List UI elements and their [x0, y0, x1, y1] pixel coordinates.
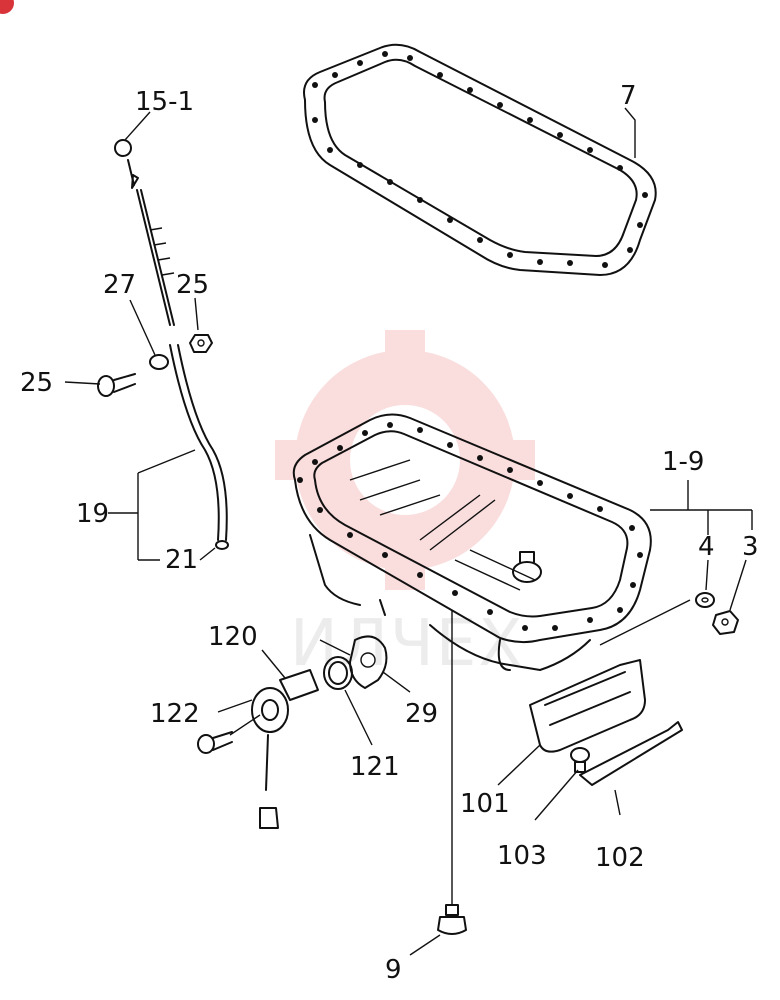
- callout-1-9: 1-9: [662, 447, 704, 477]
- oil-pan-part-1-9: [292, 413, 652, 671]
- bolt-hole: [630, 582, 636, 588]
- bolt-hole: [437, 72, 443, 78]
- watermark-gear-icon: [275, 330, 535, 590]
- nut-part-3: [712, 610, 739, 635]
- drain-plug-part-9: [437, 610, 467, 935]
- bolt-hole: [627, 247, 633, 253]
- gasket-holes: [312, 51, 648, 268]
- callout-3: 3: [742, 532, 759, 562]
- bolt-hole: [347, 532, 353, 538]
- callout-21: 21: [165, 545, 198, 575]
- bolt-hole: [417, 427, 423, 433]
- bolt-hole: [507, 252, 513, 258]
- bolt-hole: [357, 60, 363, 66]
- bolt-hole: [637, 552, 643, 558]
- callout-25-right: 25: [176, 270, 209, 300]
- callout-9: 9: [385, 955, 402, 985]
- bolt-hole: [527, 117, 533, 123]
- callout-122: 122: [150, 699, 200, 729]
- bolt-hole: [567, 493, 573, 499]
- oil-pan-holes: [297, 422, 643, 631]
- bolt-hole: [387, 179, 393, 185]
- nut-part-25-right: [189, 334, 213, 353]
- bolt-hole: [452, 590, 458, 596]
- bolt-hole: [487, 609, 493, 615]
- bolt-hole: [327, 147, 333, 153]
- bolt-hole: [537, 480, 543, 486]
- bolt-hole: [382, 51, 388, 57]
- baffle-plate-part-102: [579, 721, 683, 786]
- callout-120: 120: [208, 622, 258, 652]
- cover-plate-part-29: [349, 635, 388, 689]
- callout-101: 101: [460, 789, 510, 819]
- bolt-hole: [337, 445, 343, 451]
- bolt-hole: [417, 197, 423, 203]
- leader-lines: [64, 107, 753, 956]
- bolt-part-25-left: [97, 373, 136, 397]
- callout-29: 29: [405, 699, 438, 729]
- bolt-hole: [447, 217, 453, 223]
- bolt-hole: [297, 477, 303, 483]
- bolt-hole: [317, 507, 323, 513]
- bolt-hole: [312, 82, 318, 88]
- gasket-part-7: [303, 43, 657, 276]
- bolt-hole: [477, 455, 483, 461]
- callout-25-left: 25: [20, 368, 53, 398]
- callout-4: 4: [698, 532, 715, 562]
- bolt-hole: [387, 422, 393, 428]
- bolt-hole: [642, 192, 648, 198]
- sensor-part-120: [251, 669, 319, 829]
- corner-badge: [0, 0, 14, 14]
- bolt-hole: [357, 162, 363, 168]
- bolt-part-103: [570, 747, 590, 773]
- bolt-hole: [417, 572, 423, 578]
- callout-15-1: 15-1: [135, 87, 194, 117]
- guide-tube-part-19: [149, 344, 229, 550]
- callout-121: 121: [350, 752, 400, 782]
- bolt-hole: [587, 617, 593, 623]
- bolt-hole: [617, 607, 623, 613]
- bolt-hole: [477, 237, 483, 243]
- callout-7: 7: [620, 81, 637, 111]
- bolt-hole: [587, 147, 593, 153]
- bolt-hole: [617, 165, 623, 171]
- baffle-part-101: [529, 659, 646, 753]
- callout-102: 102: [595, 843, 645, 873]
- bolt-hole: [312, 117, 318, 123]
- bolt-hole: [507, 467, 513, 473]
- bolt-hole: [332, 72, 338, 78]
- bolt-hole: [629, 525, 635, 531]
- bolt-hole: [467, 87, 473, 93]
- bolt-hole: [537, 259, 543, 265]
- callout-19: 19: [76, 499, 109, 529]
- bolt-hole: [557, 132, 563, 138]
- bolt-hole: [522, 625, 528, 631]
- callout-27: 27: [103, 270, 136, 300]
- bolt-part-122: [197, 731, 233, 754]
- bolt-hole: [362, 430, 368, 436]
- bolt-hole: [497, 102, 503, 108]
- bolt-hole: [407, 55, 413, 61]
- bolt-hole: [637, 222, 643, 228]
- bolt-hole: [567, 260, 573, 266]
- bolt-hole: [597, 506, 603, 512]
- callout-103: 103: [497, 841, 547, 871]
- bolt-hole: [602, 262, 608, 268]
- washer-part-4: [695, 592, 715, 608]
- bolt-hole: [382, 552, 388, 558]
- dipstick-part-15-1: [114, 139, 175, 326]
- bolt-hole: [552, 625, 558, 631]
- bolt-hole: [447, 442, 453, 448]
- bolt-hole: [312, 459, 318, 465]
